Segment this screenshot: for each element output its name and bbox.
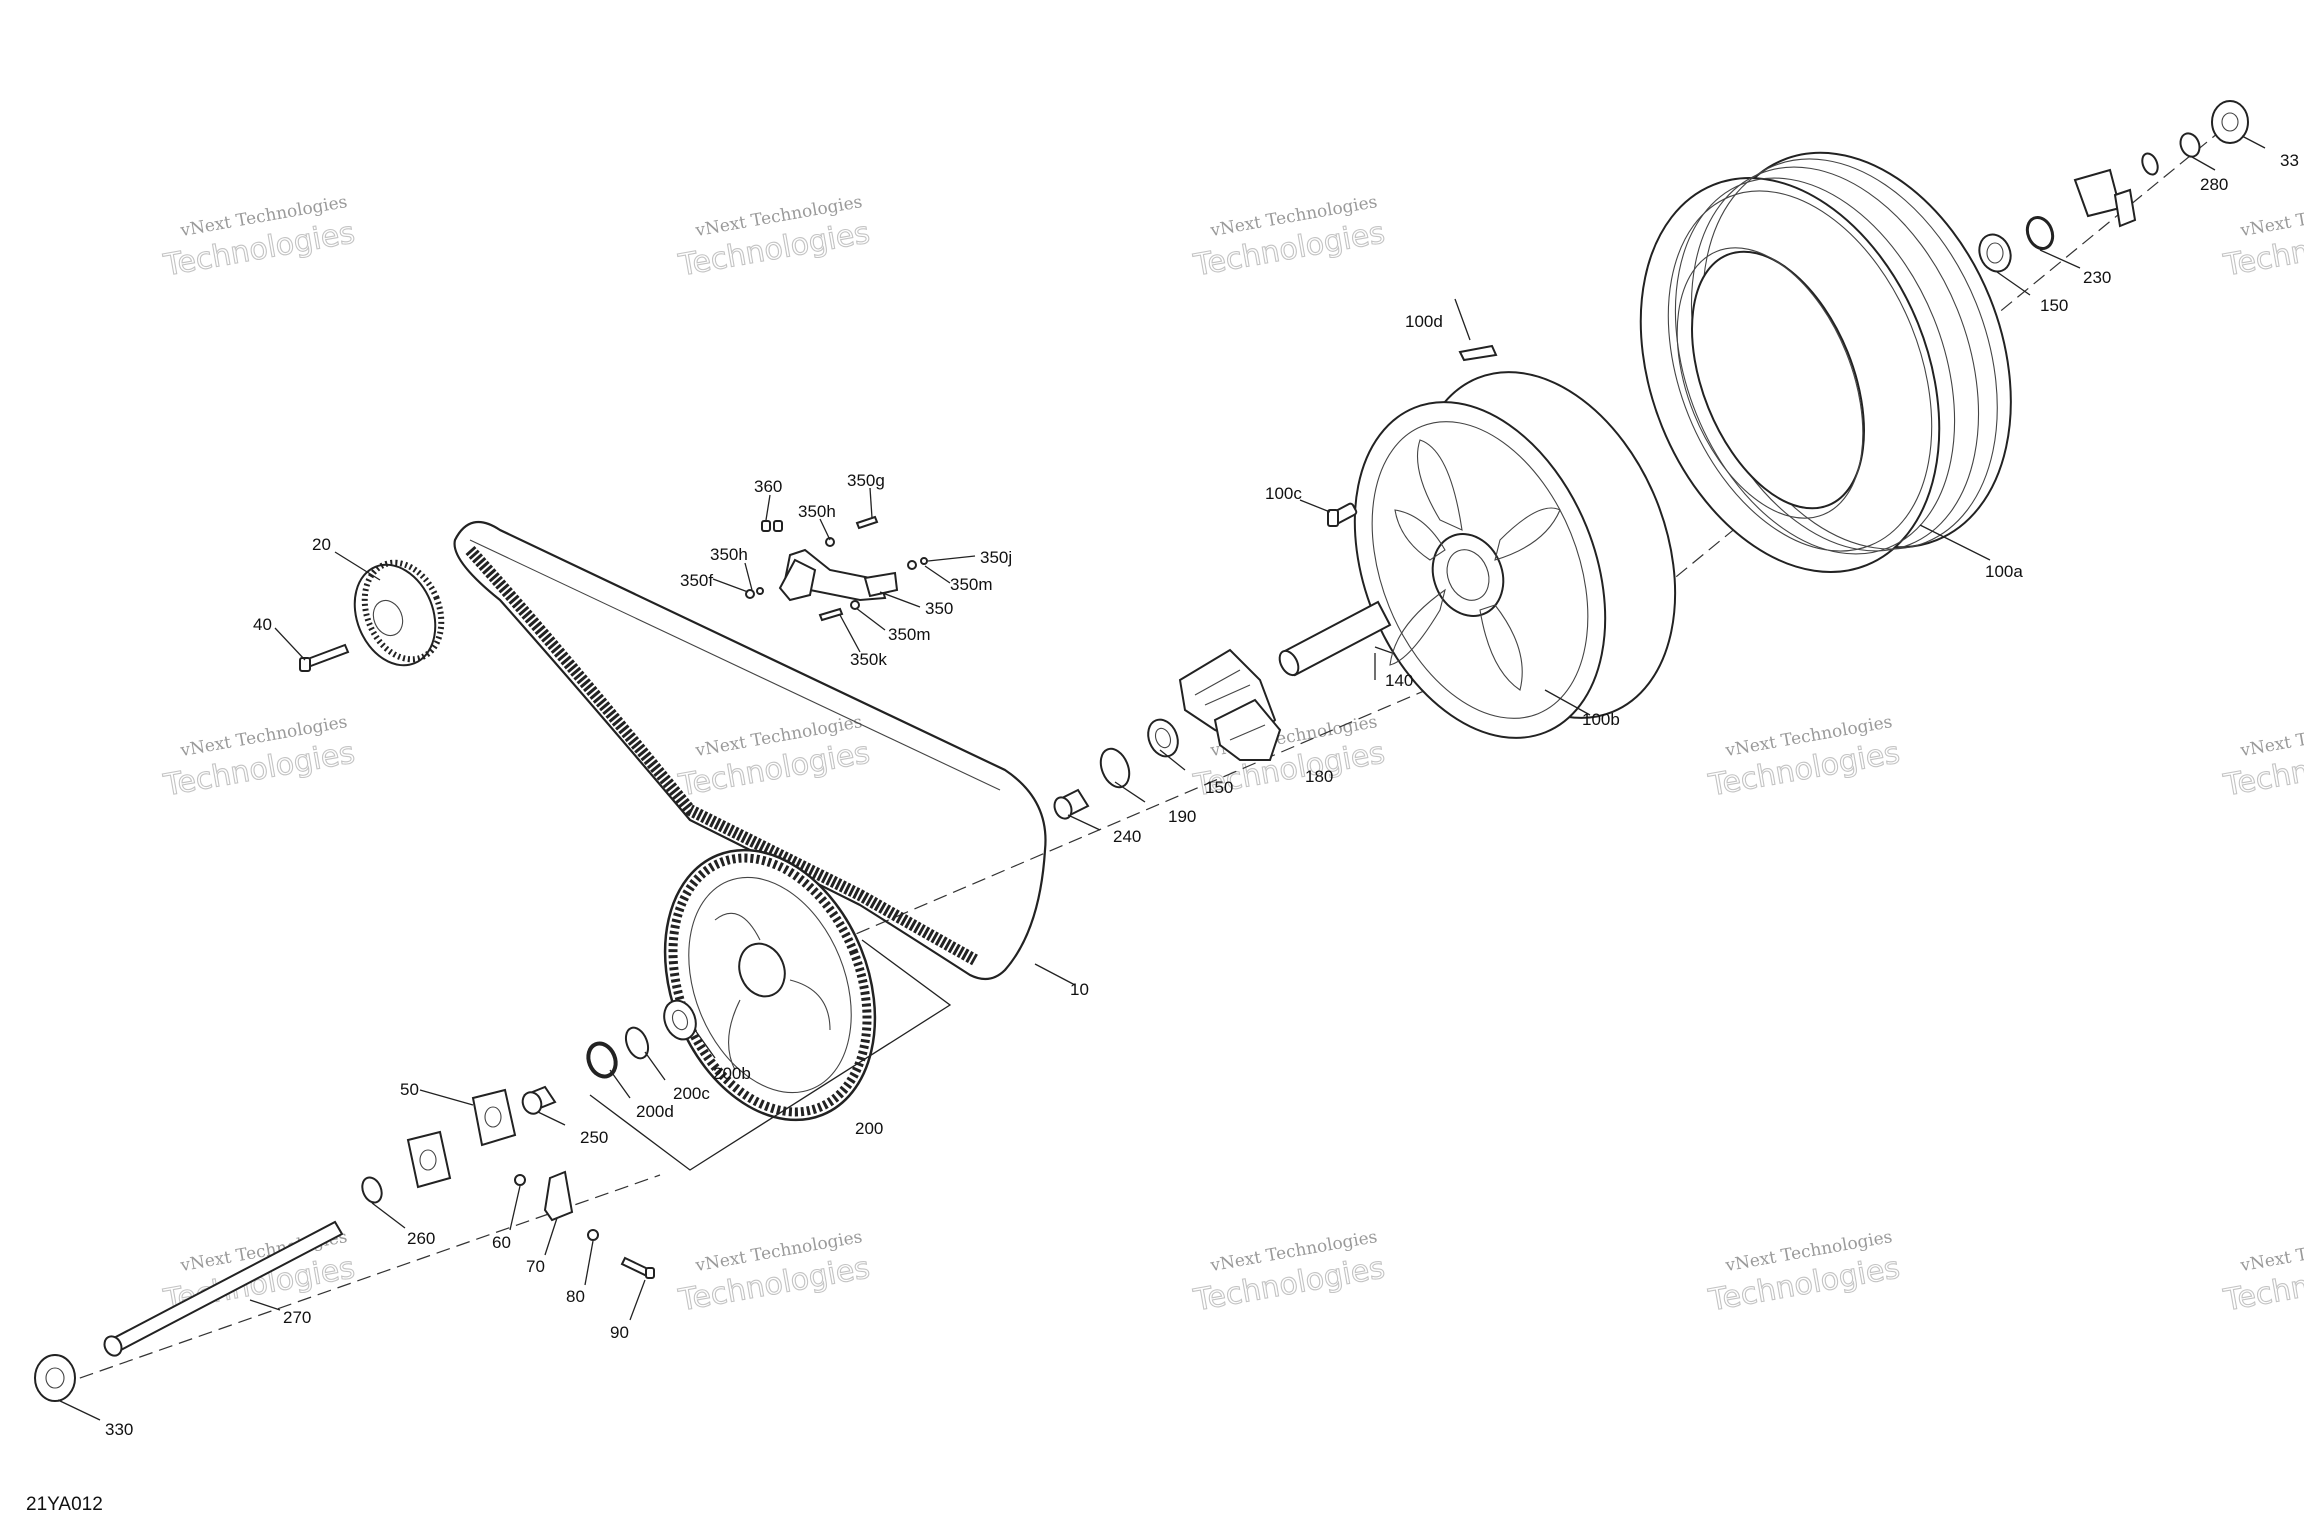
hub-seal [2025,215,2055,251]
axle-spacer [521,1085,557,1115]
hub-bearing [1978,233,2012,273]
svg-text:vNext Technologies: vNext Technologies [2238,712,2304,761]
watermark: Technologies vNext Technologies [1190,1227,1388,1319]
callout-330: 330 [105,1420,133,1439]
cush-drive-damper [1178,648,1282,761]
wheel-bolt [1327,502,1358,527]
adjuster-block [406,1130,452,1189]
callout-350h: 350h [710,545,748,564]
watermark: Technologies vNext Technologies [675,192,873,284]
callout-200c: 200c [673,1084,710,1103]
callout-350f: 350f [680,571,713,590]
svg-text:vNext Technologies: vNext Technologies [2238,1227,2304,1276]
callout-350j: 350j [980,548,1012,567]
callout-100d: 100d [1405,312,1443,331]
watermark: Technologies vNext Technologies [675,712,873,804]
callout-330: 33 [2280,151,2299,170]
tensioner-plate [543,1170,574,1222]
callout-100c: 100c [1265,484,1302,503]
callout-360: 360 [754,477,782,496]
valve-stem [1458,344,1498,362]
watermark: Technologies vNext Technologies [160,192,358,284]
callout-270: 270 [283,1308,311,1327]
watermark: Technologies vNext Technologies [1190,192,1388,284]
svg-text:vNext Technologies: vNext Technologies [2238,192,2304,241]
callout-150: 150 [2040,296,2068,315]
callout-190: 190 [1168,807,1196,826]
drive-center-line [759,589,1661,976]
watermark: Technologies vNext Technologies [1705,1227,1903,1319]
callout-240: 240 [1113,827,1141,846]
sprocket-spacer [663,999,697,1041]
rear-axle [103,1220,344,1357]
watermark: Technologies vNext Technologies [2220,192,2304,284]
callout-350k: 350k [850,650,887,669]
callout-230: 230 [2083,268,2111,287]
callout-260: 260 [407,1229,435,1248]
hub-washer [2141,152,2159,176]
watermark: Technologies vNext Technologies [2220,1227,2304,1319]
watermark: Technologies vNext Technologies [1705,712,1903,804]
callout-200: 200 [855,1119,883,1138]
drawing-reference-id: 21YA012 [26,1494,103,1515]
adjust-bolt [620,1256,655,1279]
wheel-rim [1353,371,1677,739]
callout-90: 90 [610,1323,629,1342]
watermark: Technologies vNext Technologies [2220,712,2304,804]
callout-60: 60 [492,1233,511,1252]
hub-spacer [2179,132,2201,158]
leader-lines [57,135,2266,1421]
callout-350g: 350g [847,471,885,490]
callout-10: 10 [1070,980,1089,999]
circlip [1099,747,1131,789]
callout-350h: 350h [798,502,836,521]
callout-350: 350 [925,599,953,618]
callout-350m: 350m [950,575,993,594]
callout-350m: 350m [888,625,931,644]
callout-80: 80 [566,1287,585,1306]
drive-belt [453,520,1047,981]
sprocket-bearing [586,1041,618,1079]
callout-50: 50 [400,1080,419,1099]
callout-200d: 200d [636,1102,674,1121]
callout-180: 180 [1305,767,1333,786]
callout-100b: 100b [1582,710,1620,729]
callout-150: 150 [1205,778,1233,797]
callout-70: 70 [526,1257,545,1276]
callout-140: 140 [1385,671,1413,690]
callout-labels: 10 20 40 50 60 70 80 90 100a 100b 100c 1… [105,151,2299,1439]
spacer [1053,788,1090,820]
group-bracket [589,939,952,1171]
spacer-tube [1278,600,1392,677]
idler-bolt [299,643,350,672]
watermark: Technologies vNext Technologies [675,1227,873,1319]
sprocket-circlip [624,1026,650,1060]
hub-axle-nut [2211,100,2249,144]
tire [1639,151,2012,573]
watermark: Technologies vNext Technologies [160,712,358,804]
adjust-nut [587,1229,599,1241]
rear-sprocket [663,848,877,1122]
tensioner-bolts [745,515,928,622]
callout-280: 280 [2200,175,2228,194]
washer [361,1176,383,1204]
callout-200b: 200b [713,1064,751,1083]
tensioner-arm [778,548,899,602]
idler-wheel [353,559,445,667]
callout-20: 20 [312,535,331,554]
callout-40: 40 [253,615,272,634]
callout-100a: 100a [1985,562,2023,581]
adjuster-block [471,1088,517,1147]
lock-nut [514,1174,526,1186]
bearing [1147,718,1179,758]
callout-250: 250 [580,1128,608,1147]
hub-adjuster [2073,168,2137,228]
axle-nut [34,1354,76,1402]
